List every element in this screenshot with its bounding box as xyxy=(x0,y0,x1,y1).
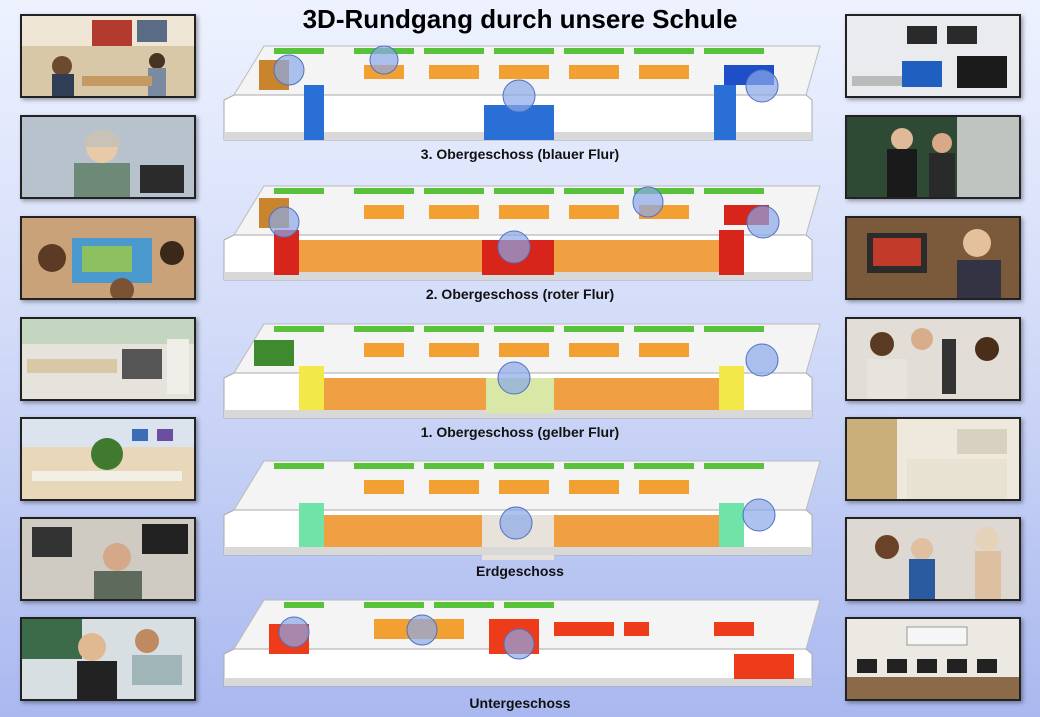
photo-kitchen-room[interactable] xyxy=(845,417,1021,501)
photo-computer-lab[interactable] xyxy=(845,14,1021,98)
photo-image xyxy=(847,419,1019,499)
floor-label-eg: Erdgeschoss xyxy=(476,563,564,579)
floor-plan-1og-drawing xyxy=(223,323,821,419)
photo-image xyxy=(22,218,194,298)
photo-lab-room[interactable] xyxy=(20,317,196,401)
floor-plan-ug-drawing xyxy=(223,599,821,687)
floor-plan-3og[interactable] xyxy=(214,40,826,150)
page-title: 3D-Rundgang durch unsere Schule xyxy=(302,4,738,34)
photo-image xyxy=(22,16,194,96)
floor-plan-1og[interactable] xyxy=(214,318,826,428)
photo-music-studio[interactable] xyxy=(845,216,1021,300)
floor-label-1og: 1. Obergeschoss (gelber Flur) xyxy=(420,424,620,440)
photo-image xyxy=(22,419,194,499)
photo-computer-room-plants[interactable] xyxy=(20,417,196,501)
floor-label-ug: Untergeschoss xyxy=(469,695,571,711)
photo-image xyxy=(847,16,1019,96)
floor-plan-eg[interactable] xyxy=(214,455,826,565)
photo-classroom-students[interactable] xyxy=(20,14,196,98)
photo-science-students[interactable] xyxy=(845,317,1021,401)
photo-it-classroom[interactable] xyxy=(845,617,1021,701)
photo-image xyxy=(847,218,1019,298)
photo-image xyxy=(22,619,194,699)
floor-label-3og: 3. Obergeschoss (blauer Flur) xyxy=(420,146,620,162)
photo-students-experiment[interactable] xyxy=(20,617,196,701)
photo-staff-office[interactable] xyxy=(20,517,196,601)
photo-image xyxy=(22,117,194,197)
floor-label-2og: 2. Obergeschoss (roter Flur) xyxy=(425,286,615,302)
floor-plan-ug[interactable] xyxy=(214,594,826,704)
photo-image xyxy=(847,619,1019,699)
photo-image xyxy=(847,117,1019,197)
photo-image xyxy=(847,319,1019,399)
floor-plan-2og[interactable] xyxy=(214,180,826,290)
photo-biology-skeleton[interactable] xyxy=(845,517,1021,601)
photo-image xyxy=(22,319,194,399)
photo-image xyxy=(847,519,1019,599)
photo-physics-students[interactable] xyxy=(845,115,1021,199)
photo-image xyxy=(22,519,194,599)
floor-plan-3og-drawing xyxy=(223,45,821,141)
floor-plan-eg-drawing xyxy=(223,460,821,560)
photo-teacher-phone[interactable] xyxy=(20,115,196,199)
floor-plan-2og-drawing xyxy=(223,185,821,281)
photo-students-map[interactable] xyxy=(20,216,196,300)
